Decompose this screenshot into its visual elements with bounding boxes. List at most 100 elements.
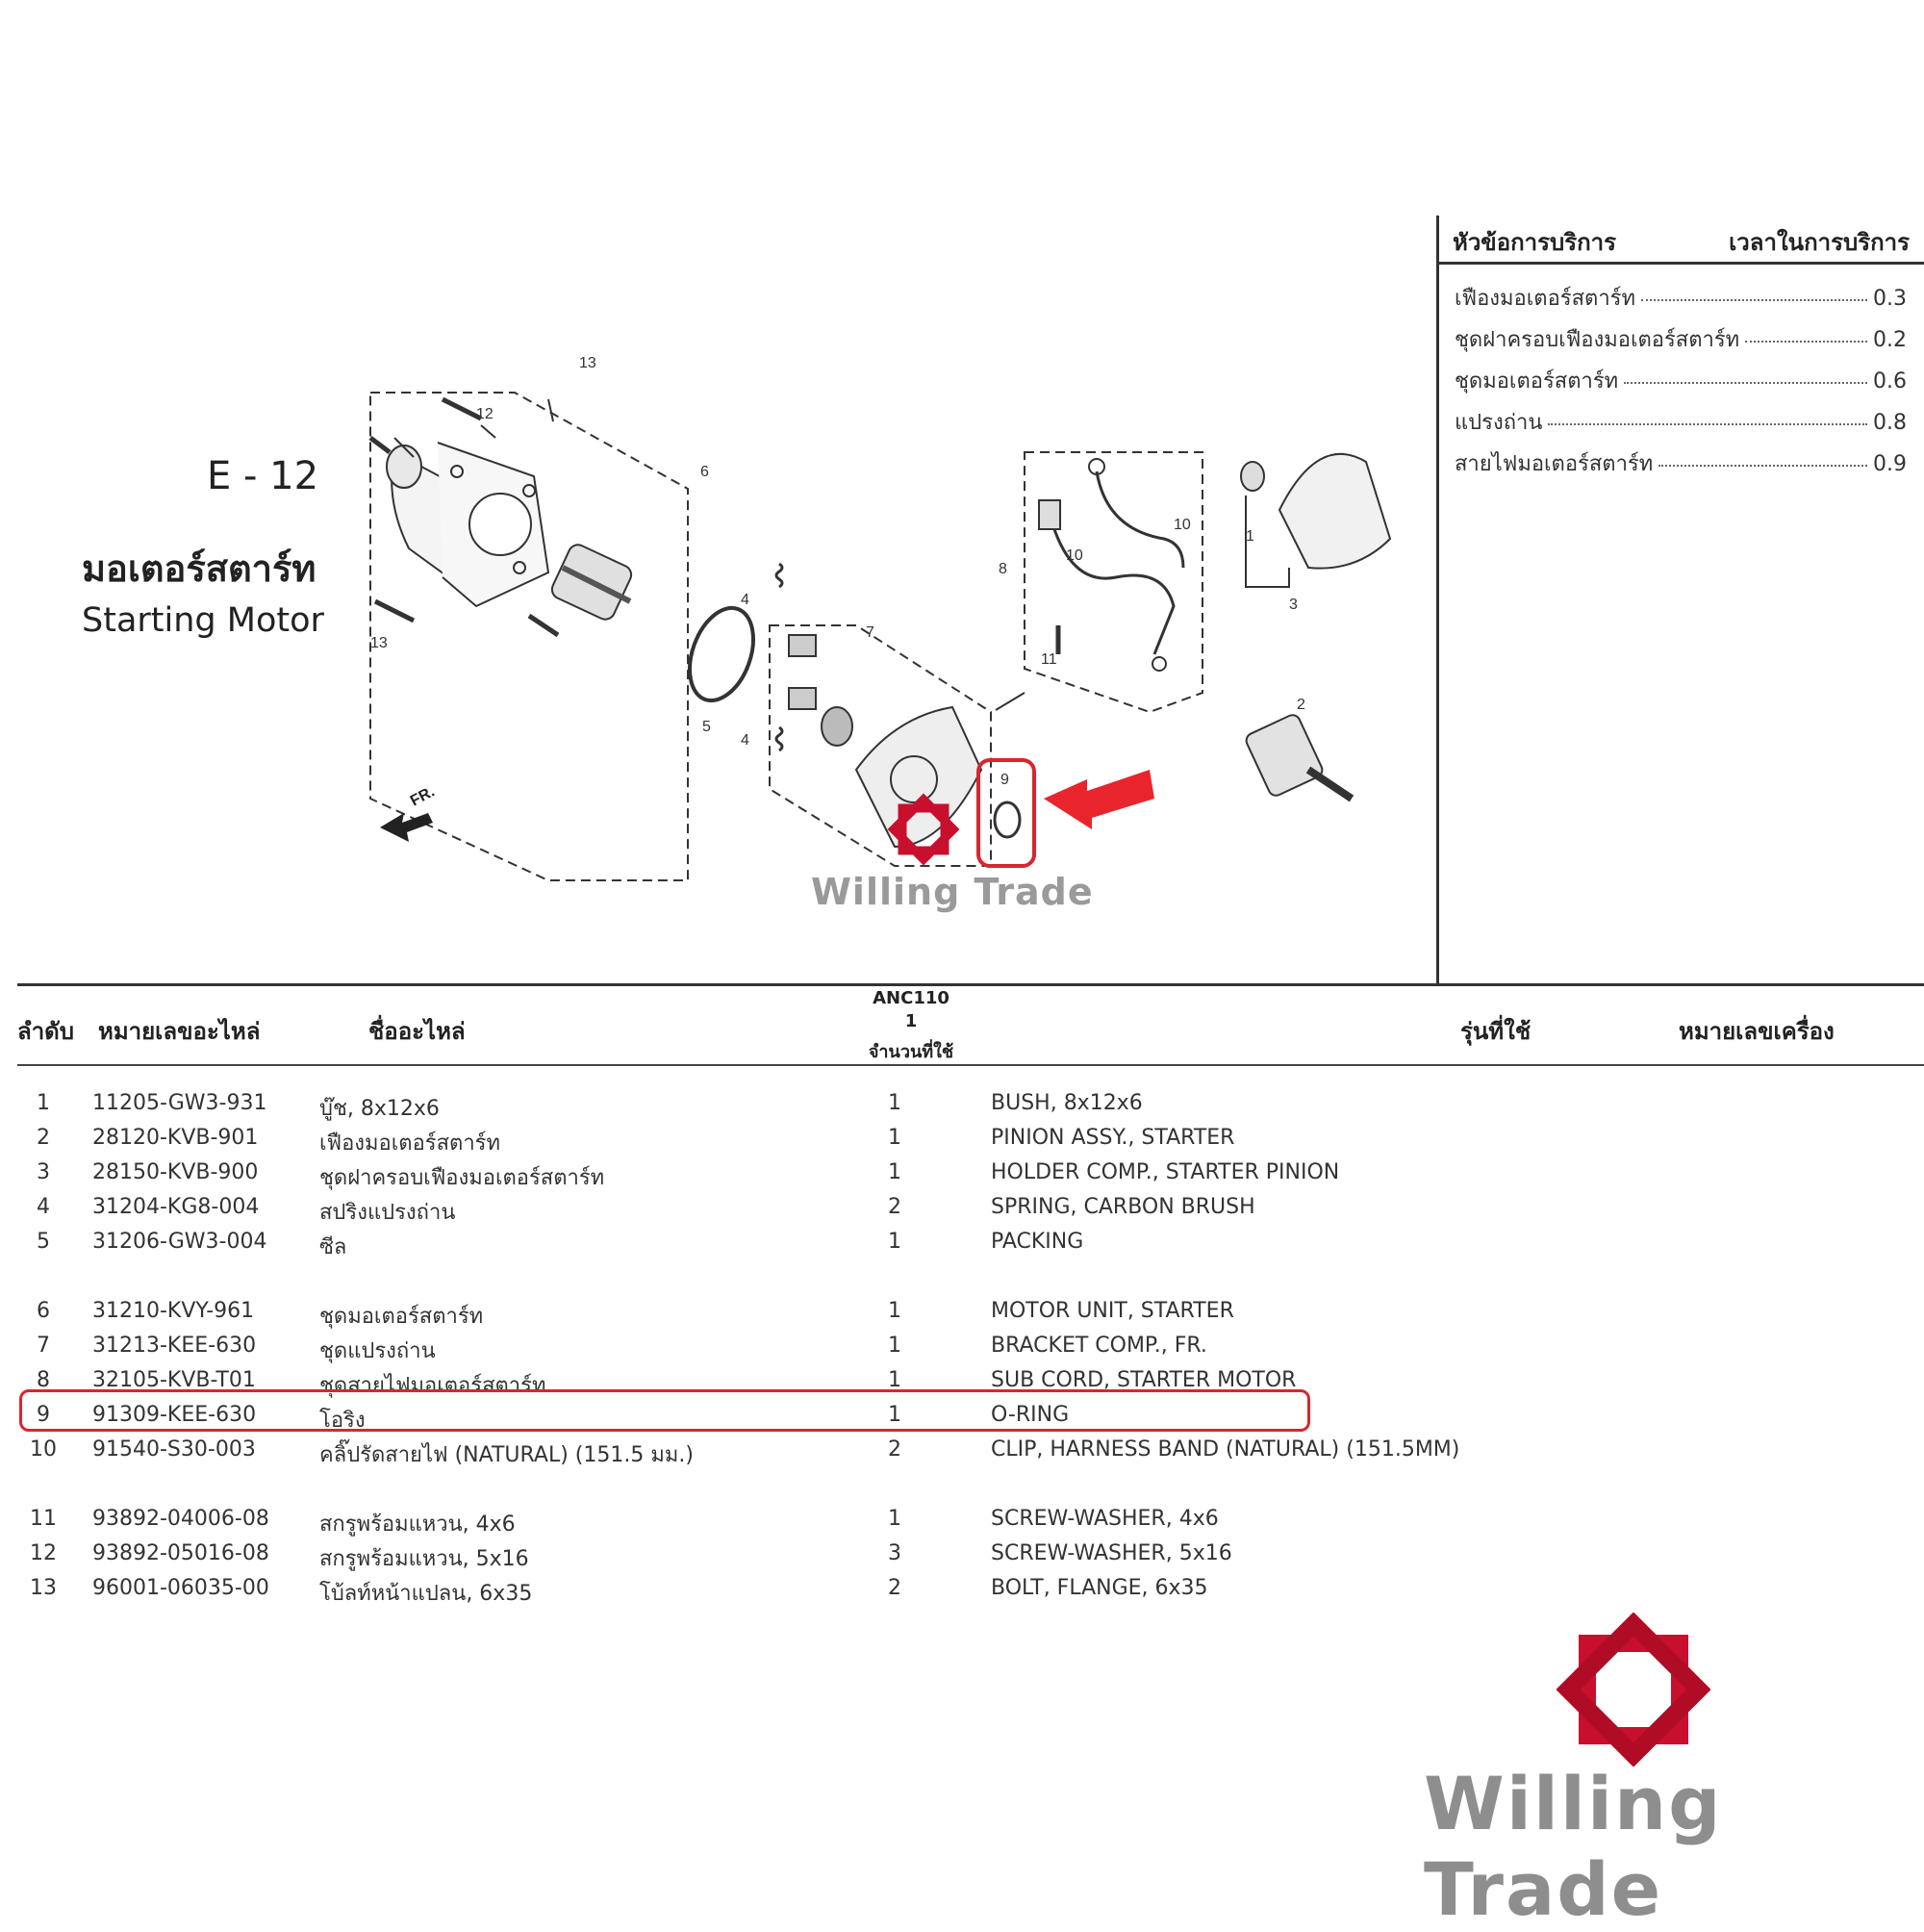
page-title-thai: มอเตอร์สตาร์ท (82, 547, 316, 590)
row-no: 12 (30, 1541, 57, 1565)
leader-dots (1745, 341, 1867, 343)
row-qty: 3 (888, 1541, 901, 1565)
row-no: 10 (30, 1437, 57, 1462)
row-name-th: ชุดสายไฟมอเตอร์สตาร์ท (319, 1374, 546, 1398)
service-panel-header-rule (1436, 262, 1924, 265)
service-item-name: เฟืองมอเตอร์สตาร์ท (1455, 287, 1635, 311)
exploded-parts-diagram: FR. 13 12 6 13 4 7 5 4 8 10 10 11 1 3 2 … (368, 355, 1392, 881)
callout-4-top: 4 (741, 592, 749, 608)
service-item-time: 0.3 (1873, 287, 1907, 311)
row-name-th: บู๊ช, 8x12x6 (319, 1097, 440, 1121)
table-row: 8 32105-KVB-T01 ชุดสายไฟมอเตอร์สตาร์ท 1 … (17, 1368, 1924, 1401)
row-part-no: 11205-GW3-931 (92, 1091, 267, 1115)
callout-10-right: 10 (1174, 517, 1191, 533)
row-qty: 1 (888, 1403, 901, 1427)
row-part-no: 31210-KVY-961 (92, 1299, 255, 1323)
service-item-time: 0.8 (1873, 411, 1907, 435)
service-item-time: 0.9 (1873, 452, 1907, 476)
row-part-no: 28120-KVB-901 (92, 1126, 259, 1150)
row-part-no: 91540-S30-003 (92, 1437, 256, 1462)
front-direction-label: FR. (408, 783, 438, 809)
row-name-th: โอริง (319, 1409, 366, 1433)
row-no: 2 (37, 1126, 50, 1150)
row-part-no: 93892-04006-08 (92, 1507, 269, 1531)
row-name-en: O-RING (991, 1403, 1070, 1427)
row-name-th: โบ้ลท์หน้าแปลน, 6x35 (319, 1582, 533, 1606)
row-no: 7 (37, 1334, 50, 1358)
service-item-name: ชุดมอเตอร์สตาร์ท (1455, 369, 1619, 394)
table-row: 7 31213-KEE-630 ชุดแปรงถ่าน 1 BRACKET CO… (17, 1334, 1924, 1366)
callout-7: 7 (866, 624, 874, 641)
row-part-no: 31206-GW3-004 (92, 1230, 267, 1254)
row-name-th: ซีล (319, 1235, 347, 1259)
row-name-en: SUB CORD, STARTER MOTOR (991, 1368, 1297, 1392)
table-row: 5 31206-GW3-004 ซีล 1 PACKING (17, 1230, 1924, 1262)
callout-13-left: 13 (370, 635, 388, 651)
willing-trade-logo (1557, 1613, 1710, 1767)
row-name-en: PINION ASSY., STARTER (991, 1126, 1235, 1150)
table-row: 4 31204-KG8-004 สปริงแปรงถ่าน 2 SPRING, … (17, 1195, 1924, 1228)
callout-4-bottom: 4 (741, 732, 749, 749)
leader-dots (1641, 299, 1867, 301)
row-name-en: BUSH, 8x12x6 (991, 1091, 1143, 1115)
row-name-th: สกรูพร้อมแหวน, 4x6 (319, 1513, 516, 1537)
highlight-o-ring-row (19, 1389, 1310, 1432)
column-header-models-used: รุ่นที่ใช้ (1460, 1018, 1532, 1045)
row-no: 9 (37, 1403, 50, 1427)
callout-9: 9 (1000, 772, 1009, 788)
row-name-en: HOLDER COMP., STARTER PINION (991, 1160, 1340, 1184)
row-part-no: 32105-KVB-T01 (92, 1368, 256, 1392)
column-header-model: ANC110 (873, 988, 949, 1008)
section-code: E - 12 (207, 454, 319, 498)
row-name-th: เฟืองมอเตอร์สตาร์ท (319, 1131, 500, 1156)
callout-13-top: 13 (579, 355, 596, 371)
table-top-rule (17, 983, 1924, 986)
table-row: 6 31210-KVY-961 ชุดมอเตอร์สตาร์ท 1 MOTOR… (17, 1299, 1924, 1332)
table-row: 3 28150-KVB-900 ชุดฝาครอบเฟืองมอเตอร์สตา… (17, 1160, 1924, 1193)
table-row: 2 28120-KVB-901 เฟืองมอเตอร์สตาร์ท 1 PIN… (17, 1126, 1924, 1158)
row-name-en: BRACKET COMP., FR. (991, 1334, 1207, 1358)
row-qty: 2 (888, 1437, 901, 1462)
row-name-th: ชุดมอเตอร์สตาร์ท (319, 1305, 484, 1329)
service-item-name: ชุดฝาครอบเฟืองมอเตอร์สตาร์ท (1455, 328, 1740, 352)
row-name-th: ชุดฝาครอบเฟืองมอเตอร์สตาร์ท (319, 1166, 605, 1190)
watermark-text-small: Willing Trade (811, 871, 1094, 913)
row-name-en: MOTOR UNIT, STARTER (991, 1299, 1234, 1323)
table-row: 11 93892-04006-08 สกรูพร้อมแหวน, 4x6 1 S… (17, 1507, 1924, 1539)
table-row-highlighted: 9 91309-KEE-630 โอริง 1 O-RING (17, 1403, 1924, 1436)
row-no: 1 (37, 1091, 50, 1115)
row-qty: 1 (888, 1230, 901, 1254)
row-name-en: SPRING, CARBON BRUSH (991, 1195, 1255, 1219)
table-header-rule (17, 1064, 1924, 1066)
row-no: 11 (30, 1507, 57, 1531)
callout-11: 11 (1041, 651, 1057, 668)
callout-6: 6 (700, 464, 709, 480)
row-no: 8 (37, 1368, 50, 1392)
row-part-no: 96001-06035-00 (92, 1576, 269, 1600)
row-part-no: 31204-KG8-004 (92, 1195, 260, 1219)
row-no: 6 (37, 1299, 50, 1323)
row-name-th: คลิ๊ปรัดสายไฟ (NATURAL) (151.5 มม.) (319, 1443, 694, 1467)
row-name-en: PACKING (991, 1230, 1084, 1254)
leader-dots (1548, 423, 1867, 425)
row-name-th: สกรูพร้อมแหวน, 5x16 (319, 1547, 529, 1571)
row-part-no: 91309-KEE-630 (92, 1403, 257, 1427)
service-panel-divider (1436, 216, 1439, 985)
table-row: 12 93892-05016-08 สกรูพร้อมแหวน, 5x16 3 … (17, 1541, 1924, 1574)
row-name-th: ชุดแปรงถ่าน (319, 1339, 436, 1363)
row-part-no: 93892-05016-08 (92, 1541, 269, 1565)
row-name-en: CLIP, HARNESS BAND (NATURAL) (151.5MM) (991, 1437, 1460, 1462)
column-header-no: ลำดับ (17, 1018, 75, 1045)
callout-12: 12 (476, 406, 494, 422)
table-row: 10 91540-S30-003 คลิ๊ปรัดสายไฟ (NATURAL)… (17, 1437, 1924, 1470)
row-qty: 1 (888, 1299, 901, 1323)
row-name-th: สปริงแปรงถ่าน (319, 1201, 456, 1225)
row-qty: 1 (888, 1160, 901, 1184)
row-name-en: SCREW-WASHER, 4x6 (991, 1507, 1219, 1531)
table-row: 13 96001-06035-00 โบ้ลท์หน้าแปลน, 6x35 2… (17, 1576, 1924, 1609)
row-name-en: SCREW-WASHER, 5x16 (991, 1541, 1232, 1565)
